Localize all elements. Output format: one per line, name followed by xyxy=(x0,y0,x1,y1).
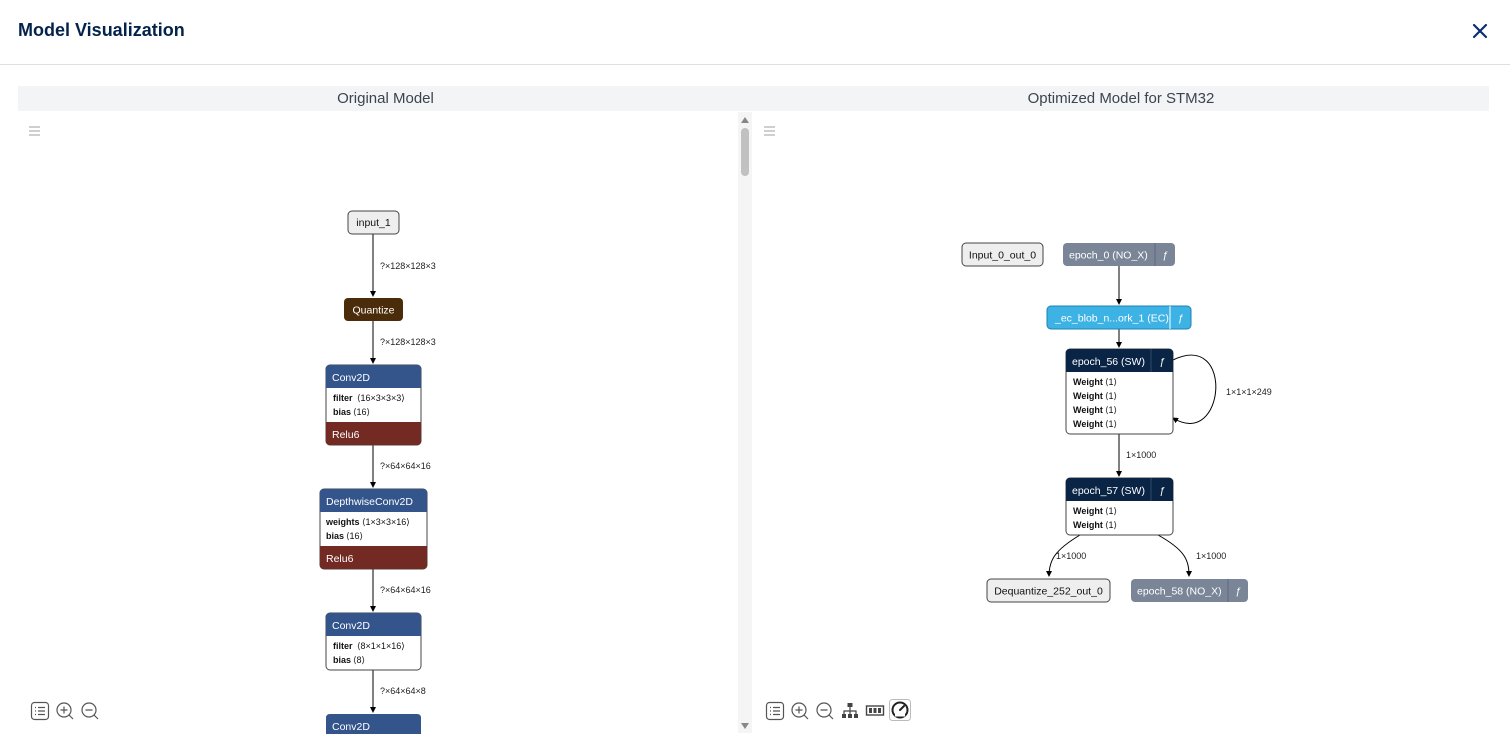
node-title: Conv2D xyxy=(332,721,370,733)
node-epoch-sw[interactable]: epoch_57 (SW) ƒ Weight ⟨1⟩ Weight ⟨1⟩ xyxy=(1065,477,1174,536)
node-depthwise-conv2d[interactable]: DepthwiseConv2D weights ⟨1×3×3×16⟩ bias … xyxy=(319,488,428,570)
attr-key: Weight xyxy=(1073,520,1103,530)
attr-value: ⟨8×1×1×16⟩ xyxy=(357,641,405,651)
attr-value: ⟨1⟩ xyxy=(1105,391,1117,401)
attr-value: ⟨16⟩ xyxy=(353,407,370,417)
function-icon[interactable]: ƒ xyxy=(1178,313,1184,325)
optimized-model-graph: 1×1×1×249 1×1000 1×1000 1×1000 Input_0_o… xyxy=(961,242,1272,603)
list-icon[interactable] xyxy=(30,701,50,721)
zoom-out-icon[interactable] xyxy=(815,701,835,721)
attr-key: Weight xyxy=(1073,405,1103,415)
zoom-out-icon[interactable] xyxy=(80,701,100,721)
attr-value: ⟨1⟩ xyxy=(1105,405,1117,415)
optimized-model-pane-title: Optimized Model for STM32 xyxy=(753,86,1489,111)
node-title: Conv2D xyxy=(332,620,370,632)
node-label: Input_0_out_0 xyxy=(969,250,1036,262)
node-label: epoch_0 (NO_X) xyxy=(1069,250,1148,262)
function-icon[interactable]: ƒ xyxy=(1235,586,1241,598)
node-conv2d[interactable]: Conv2D xyxy=(326,714,421,734)
activation-label: Relu6 xyxy=(326,553,354,565)
node-input[interactable]: input_1 xyxy=(347,210,400,235)
graph-edges xyxy=(1046,266,1217,577)
node-conv2d[interactable]: Conv2D filter ⟨8×1×1×16⟩ bias ⟨8⟩ xyxy=(325,612,422,671)
performance-icon[interactable] xyxy=(889,699,911,721)
original-model-graph: ?×128×128×3 ?×128×128×3 ?×64×64×16 ?×64×… xyxy=(319,210,436,734)
attr-value: ⟨1⟩ xyxy=(1105,377,1117,387)
modal-header: Model Visualization xyxy=(0,0,1510,65)
node-epoch[interactable]: epoch_0 (NO_X) ƒ xyxy=(1063,243,1175,266)
memory-icon[interactable] xyxy=(865,701,885,721)
attr-key: Weight xyxy=(1073,391,1103,401)
node-title: epoch_56 (SW) xyxy=(1072,356,1145,368)
attr-value: ⟨8⟩ xyxy=(353,655,365,665)
attr-value: ⟨1⟩ xyxy=(1105,520,1117,530)
node-label: Quantize xyxy=(352,305,394,317)
attr-key: filter xyxy=(333,393,353,403)
close-icon[interactable] xyxy=(1469,20,1491,42)
attr-value: ⟨1⟩ xyxy=(1105,419,1117,429)
edge-label: 1×1000 xyxy=(1196,551,1226,561)
node-epoch-sw[interactable]: epoch_56 (SW) ƒ Weight ⟨1⟩ Weight ⟨1⟩ We… xyxy=(1065,348,1174,435)
node-input[interactable]: Input_0_out_0 xyxy=(961,242,1044,267)
zoom-in-icon[interactable] xyxy=(790,701,810,721)
activation-label: Relu6 xyxy=(332,429,360,441)
list-icon[interactable] xyxy=(765,701,785,721)
edge-label: 1×1000 xyxy=(1126,450,1156,460)
function-icon[interactable]: ƒ xyxy=(1159,485,1165,497)
attr-key: Weight xyxy=(1073,506,1103,516)
scrollbar-track[interactable] xyxy=(738,112,752,733)
edge-label: ?×64×64×8 xyxy=(380,686,426,696)
attr-key: weights xyxy=(325,517,360,527)
edge-label: ?×64×64×16 xyxy=(380,585,431,595)
node-label: epoch_58 (NO_X) xyxy=(1137,586,1222,598)
edge-label: ?×128×128×3 xyxy=(380,337,436,347)
attr-value: ⟨1⟩ xyxy=(1105,506,1117,516)
menu-icon[interactable] xyxy=(28,125,42,137)
node-quantize[interactable]: Quantize xyxy=(344,298,403,321)
attr-key: Weight xyxy=(1073,419,1103,429)
zoom-in-icon[interactable] xyxy=(55,701,75,721)
edge-label: ?×128×128×3 xyxy=(380,261,436,271)
modal-title: Model Visualization xyxy=(18,20,185,40)
menu-icon[interactable] xyxy=(763,125,777,137)
scroll-down-icon[interactable] xyxy=(740,722,750,730)
edge-label: 1×1000 xyxy=(1056,551,1086,561)
node-ec-blob[interactable]: _ec_blob_n...ork_1 (EC) ƒ xyxy=(1046,305,1192,330)
node-label: _ec_blob_n...ork_1 (EC) xyxy=(1054,313,1169,325)
attr-key: bias xyxy=(333,655,351,665)
attr-value: ⟨16⟩ xyxy=(346,531,363,541)
attr-key: filter xyxy=(333,641,353,651)
node-epoch[interactable]: epoch_58 (NO_X) ƒ xyxy=(1131,579,1248,602)
original-model-pane-title: Original Model xyxy=(18,86,753,111)
attr-value: ⟨1×3×3×16⟩ xyxy=(362,517,410,527)
attr-key: Weight xyxy=(1073,377,1103,387)
function-icon[interactable]: ƒ xyxy=(1162,250,1168,262)
node-label: input_1 xyxy=(356,217,391,229)
edge-label: 1×1×1×249 xyxy=(1226,387,1272,397)
node-title: Conv2D xyxy=(332,372,370,384)
scroll-up-icon[interactable] xyxy=(740,116,750,124)
node-label: Dequantize_252_out_0 xyxy=(994,586,1103,598)
attr-key: bias xyxy=(333,407,351,417)
node-title: DepthwiseConv2D xyxy=(326,496,413,508)
node-dequantize[interactable]: Dequantize_252_out_0 xyxy=(986,578,1111,603)
edge-label: ?×64×64×16 xyxy=(380,461,431,471)
function-icon[interactable]: ƒ xyxy=(1159,356,1165,368)
node-title: epoch_57 (SW) xyxy=(1072,485,1145,497)
attr-key: bias xyxy=(326,531,344,541)
scrollbar-thumb[interactable] xyxy=(741,128,749,176)
layout-tree-icon[interactable] xyxy=(840,701,860,721)
node-conv2d[interactable]: Conv2D filter ⟨16×3×3×3⟩ bias ⟨16⟩ Relu6 xyxy=(325,364,422,446)
attr-value: ⟨16×3×3×3⟩ xyxy=(357,393,405,403)
